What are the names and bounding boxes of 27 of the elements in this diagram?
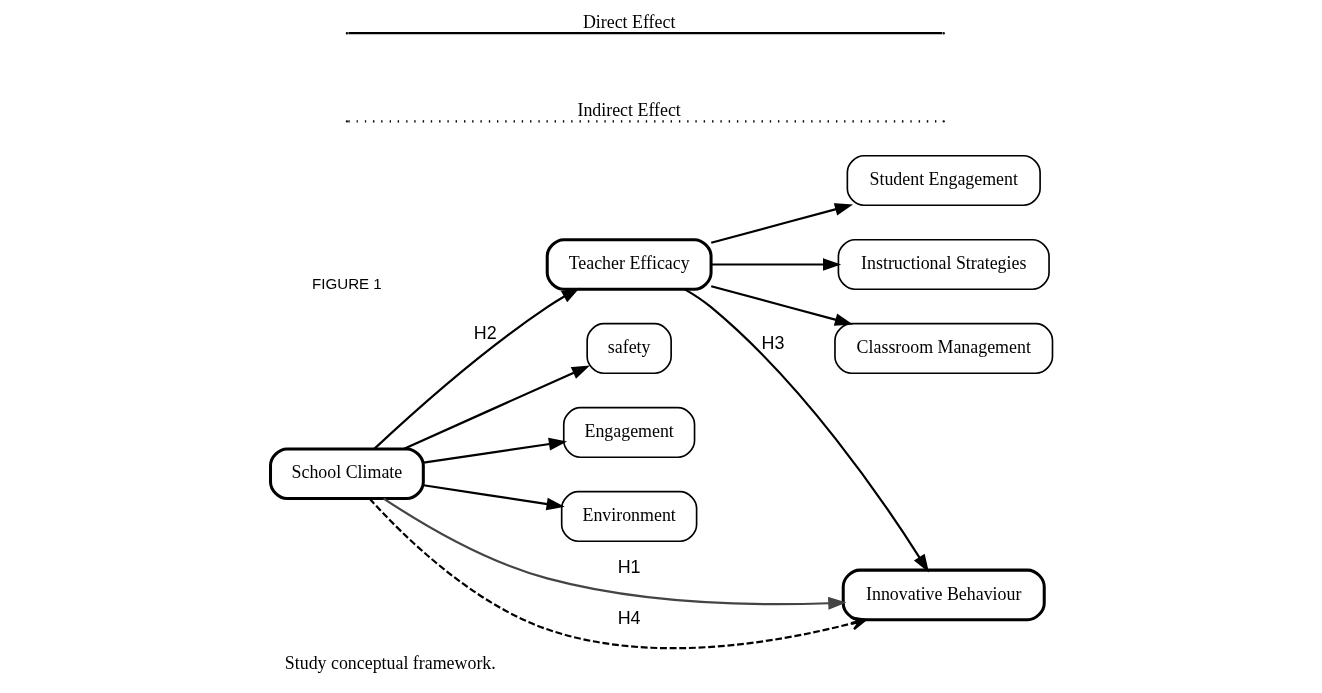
edge-label: H2 [473,323,497,344]
node-box: Engagement [562,406,695,459]
arrow [710,258,841,271]
node-box: School Climate [268,447,425,501]
node-box: Innovative Behaviour [841,568,1046,622]
arrow [373,287,580,450]
arrow [382,497,846,610]
node-box: Classroom Management [833,322,1053,375]
caption: Study conceptual framework. [284,652,496,673]
arrow [368,497,867,650]
legend-label: Direct Effect [582,12,675,33]
node-box: safety [585,322,672,375]
edge-label: H1 [617,557,641,578]
legend-label: Indirect Effect [576,100,681,121]
label: FIGURE 1 [311,275,382,292]
edge-label: H4 [617,608,641,629]
arrow [710,203,853,244]
arrow [710,285,853,326]
node-box: Environment [560,490,697,543]
node-box: Instructional Strategies [837,238,1050,291]
node-box: Student Engagement [846,154,1041,207]
node-box: Teacher Efficacy [545,238,713,291]
arrow [403,365,590,450]
edge-label: H3 [761,333,784,354]
arrow [422,437,567,464]
arrow [422,484,565,511]
arrow [683,288,929,573]
